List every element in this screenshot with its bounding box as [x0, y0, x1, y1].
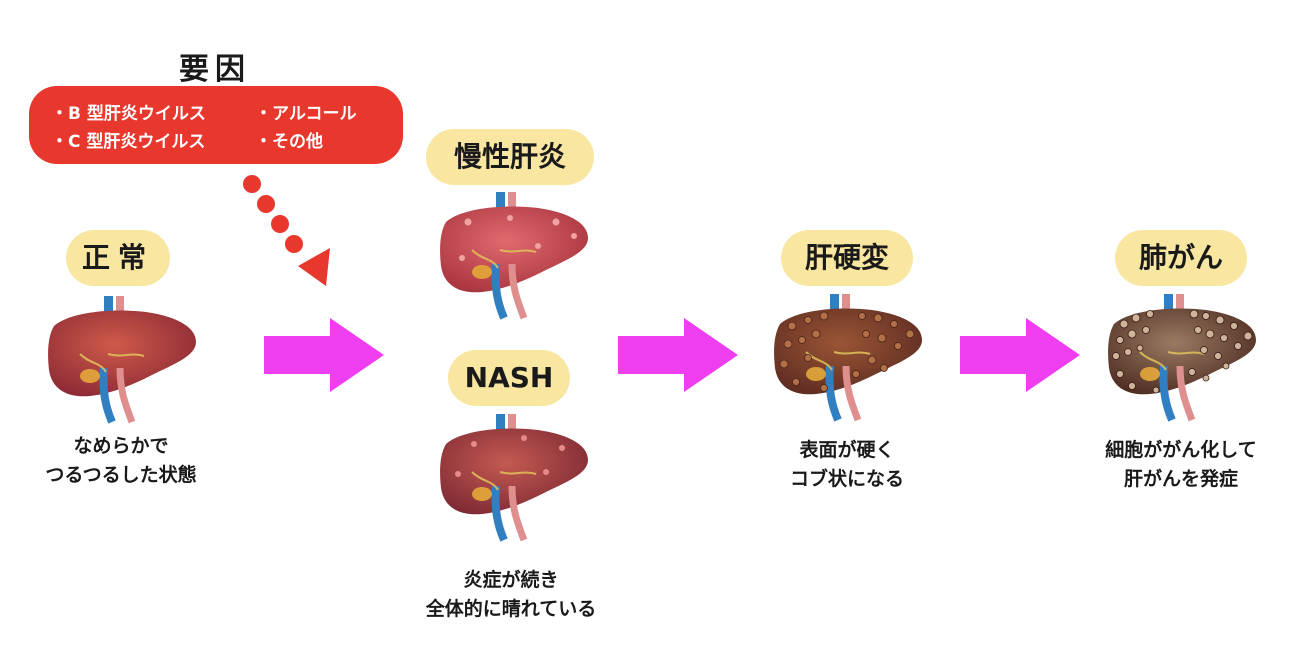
chronic-hepatitis-liver-icon [438, 192, 594, 318]
factors-title: 要因 [179, 52, 251, 87]
caption-nash-line-2: 全体的に晴れている [425, 598, 597, 620]
caption-nash-line-1: 炎症が続き [463, 569, 559, 591]
progress-arrow-icon-2 [618, 318, 738, 392]
caption-cancer: 細胞ががん化して 肝がんを発症 [1076, 436, 1286, 494]
stage-label-cirrhosis: 肝硬変 [781, 230, 913, 286]
caption-cirrhosis-line-1: 表面が硬く [799, 439, 895, 461]
dotted-arrow-icon [243, 175, 330, 286]
caption-cancer-line-2: 肝がんを発症 [1123, 468, 1238, 490]
caption-normal-line-2: つるつるした状態 [45, 464, 197, 486]
factor-item-alcohol: ・アルコール [255, 104, 357, 124]
normal-liver-icon [46, 296, 202, 422]
nash-liver-icon [438, 414, 594, 540]
cancer-liver-icon [1106, 294, 1262, 420]
stage-label-normal: 正常 [66, 230, 170, 286]
caption-normal: なめらかで つるつるした状態 [16, 432, 226, 490]
factor-item-other: ・その他 [255, 132, 323, 152]
progress-arrow-icon-1 [264, 318, 384, 392]
factor-item-hcv: ・C 型肝炎ウイルス [51, 132, 206, 152]
stage-label-cancer: 肺がん [1115, 230, 1247, 286]
caption-normal-line-1: なめらかで [73, 435, 169, 457]
caption-cirrhosis-line-2: コブ状になる [789, 468, 904, 490]
factor-item-hbv: ・B 型肝炎ウイルス [51, 104, 206, 124]
caption-cirrhosis: 表面が硬く コブ状になる [752, 436, 942, 494]
stage-label-chronic-hepatitis: 慢性肝炎 [426, 129, 594, 185]
factors-box: ・B 型肝炎ウイルス ・C 型肝炎ウイルス ・アルコール ・その他 [29, 86, 403, 164]
stage-label-nash: NASH [448, 350, 570, 406]
progress-arrow-icon-3 [960, 318, 1080, 392]
cirrhosis-liver-icon [772, 294, 928, 420]
caption-nash: 炎症が続き 全体的に晴れている [396, 566, 626, 624]
caption-cancer-line-1: 細胞ががん化して [1105, 439, 1257, 461]
